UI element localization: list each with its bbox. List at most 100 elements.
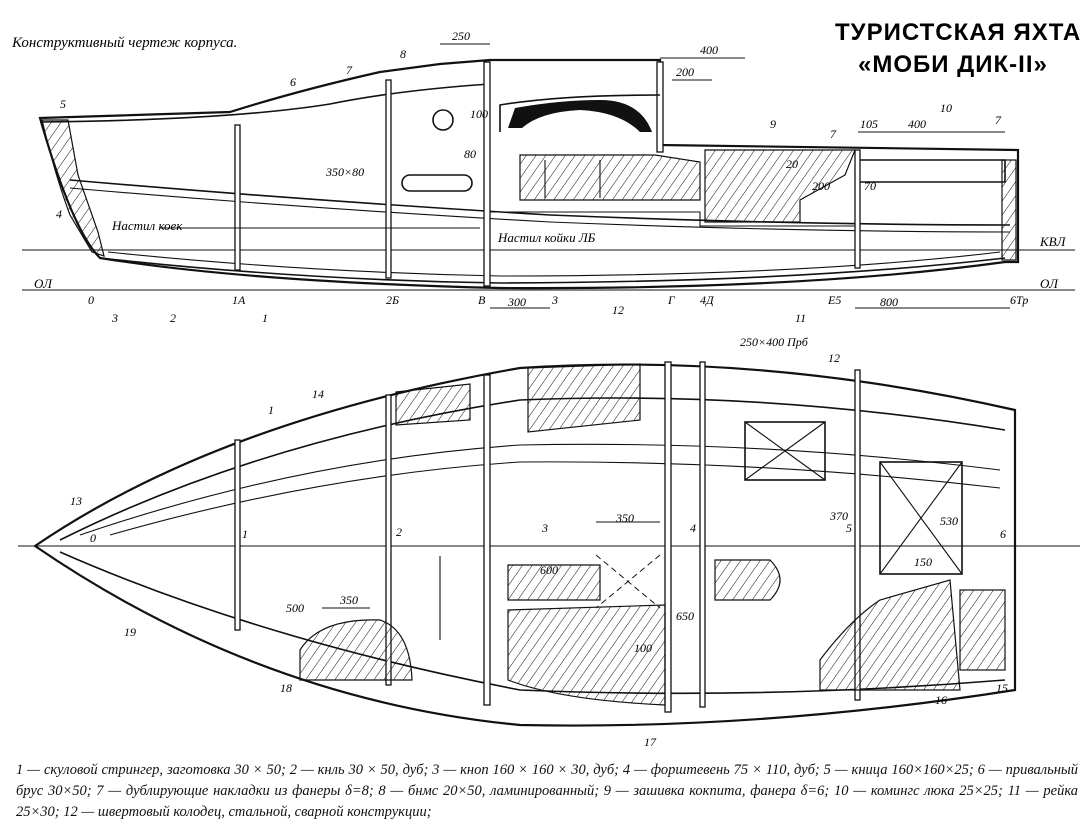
dimension: 150 [914,555,932,569]
dimension: 600 [540,563,558,577]
chine-stringer-line [69,179,1011,226]
dimension: 530 [940,514,958,528]
dimension: 200 [812,179,830,193]
callout: 3 [111,311,118,325]
station-label: 4Д [700,293,715,307]
callout: 19 [124,625,136,639]
hull-plan-outline [33,363,1017,727]
callout: 7 [995,113,1002,127]
dimension: 250 [452,29,470,43]
dimension: 650 [676,609,694,623]
cabin-window [508,100,652,132]
callout: 2 [170,311,176,325]
callout: 1 [262,311,268,325]
keel-line [99,257,1006,284]
plan-frame-2 [385,394,392,686]
side-view: Настил коек Настил койки ЛБ КВЛ ОЛ ОЛ 0 … [22,29,1075,325]
dimension: 80 [464,147,476,161]
callout: 9 [770,117,776,131]
dimension: 100 [634,641,652,655]
callout: 1 [268,403,274,417]
dimension: 200 [676,65,694,79]
label-kvl: КВЛ [1039,234,1067,249]
callout: 11 [795,311,806,325]
callout: 4 [56,207,62,221]
hull-construction-drawing: Конструктивный чертеж корпуса. ТУРИСТСКА… [11,19,1081,749]
plan-station: 3 [541,521,548,535]
dimension: 70 [864,179,876,193]
label-berth-deck-lb: Настил койки ЛБ [497,230,596,245]
hatch-note: 250×400 Прб [740,335,809,349]
station-label: 6Тр [1010,293,1028,307]
knee-block-top [527,363,641,433]
title-line-1: ТУРИСТСКАЯ ЯХТА [835,19,1081,46]
plan-station: 4 [690,521,696,535]
callout: 6 [290,75,296,89]
station-label: Г [667,293,676,307]
callout: 17 [644,735,657,749]
frame-g-upper [656,61,664,153]
cockpit-lining [704,149,856,223]
stem-post [41,119,105,257]
dimension: 300 [507,295,526,309]
callout: 8 [400,47,406,61]
dimension: 100 [470,107,488,121]
label-ol-left: ОЛ [34,276,53,291]
callout: 14 [312,387,324,401]
dimension: 350×80 [325,165,364,179]
dimension: 370 [829,509,848,523]
callout: 7 [346,63,353,77]
callout: 7 [830,127,837,141]
label-berth-deck: Настил коек [111,218,183,233]
knee-block-16 [819,579,961,691]
porthole [432,109,454,131]
plan-station: 1 [242,527,248,541]
plan-frame-1 [234,439,241,631]
callout: 10 [940,101,952,115]
fore-hatch [744,421,826,481]
callout: 18 [280,681,292,695]
label-ol-right: ОЛ [1040,276,1059,291]
plan-frame-3 [483,374,491,706]
dimension: 400 [700,43,718,57]
station-label: В [478,293,486,307]
legend-caption: 1 — скуловой стрингер, заготовка 30 × 50… [16,762,1078,820]
station-label: 1А [232,293,246,307]
callout: 12 [612,303,624,317]
callout: 3 [551,293,558,307]
plan-station: 0 [90,531,96,545]
frame-2b [385,79,392,279]
berth-box [519,154,701,201]
title-line-2: «МОБИ ДИК-II» [858,51,1048,78]
plan-station: 2 [396,525,402,539]
plan-frame-4 [664,361,672,713]
dimension: 105 [860,117,878,131]
plan-station: 6 [1000,527,1006,541]
frame-b [483,61,491,287]
plan-view: 250×400 Прб 0 1 2 3 4 5 6 1 12 13 14 15 … [18,335,1080,749]
callout: 15 [996,681,1008,695]
dimension: 500 [286,601,304,615]
callout: 16 [935,693,947,707]
knee-block-15 [959,589,1006,671]
knee-block-18 [299,619,413,681]
frame-e5 [854,149,861,269]
frame-1a [234,124,241,271]
dimension: 400 [908,117,926,131]
dimension: 350 [615,511,634,525]
knee-block-17 [507,604,666,706]
transom [1001,159,1017,261]
aft-hatch [879,461,963,575]
dimension: 350 [339,593,358,607]
station-label: 0 [88,293,94,307]
callout: 5 [60,97,66,111]
dimension: 800 [880,295,898,309]
hull-profile [38,58,1020,290]
station-label: 2Б [386,293,399,307]
plan-station: 5 [846,521,852,535]
sheer-line [39,83,491,123]
centreboard-slot [401,174,473,192]
plan-frame-5 [854,369,861,701]
dimension: 20 [786,157,798,171]
callout: 12 [828,351,840,365]
